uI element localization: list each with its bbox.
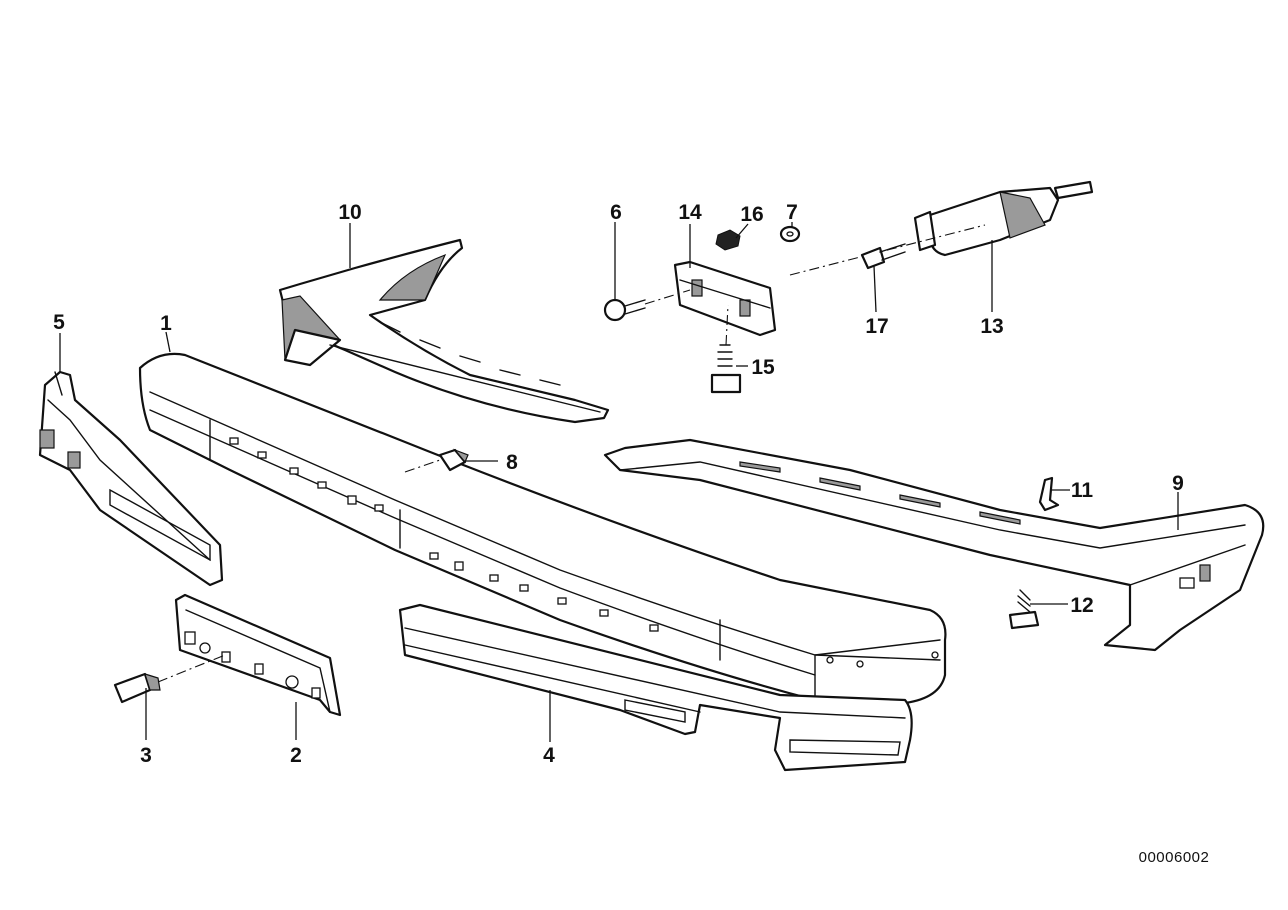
part-2-license-bracket [174,593,342,717]
callout-9: 9 [1172,472,1184,495]
callout-3: 3 [140,744,152,767]
callout-1: 1 [160,312,172,335]
part-12-screw [1008,589,1040,630]
callout-15: 15 [751,356,775,379]
callout-14: 14 [678,201,702,224]
part-15-bolt [710,304,742,394]
part-8-clip-nut [404,448,469,473]
document-number: 00006002 [1139,849,1210,866]
callout-12: 12 [1070,594,1093,617]
part-3-clip [113,654,226,704]
callout-13: 13 [980,315,1003,338]
leader-lines [59,222,1179,742]
part-9-right-trim-strip [603,438,1265,652]
part-10-upper-trim-strip [278,238,610,424]
part-5-side-bracket [38,370,224,587]
part-16-nut [715,229,741,251]
callout-11: 11 [1071,479,1094,502]
callout-7: 7 [786,201,798,224]
callout-4: 4 [543,744,555,767]
callout-8: 8 [506,451,518,474]
callout-5: 5 [53,311,65,334]
part-4-lower-spoiler [398,603,913,772]
callout-17: 17 [865,315,888,338]
part-6-bolt [603,289,691,322]
callout-10: 10 [338,201,361,224]
part-7-washer [779,225,801,243]
part-14-bracket-plate [673,260,777,337]
callout-16: 16 [740,203,763,226]
callout-labels: 1 2 3 4 5 6 7 8 9 10 11 12 13 14 15 16 1… [53,201,1184,767]
part-13-mount-cylinder [789,180,1094,276]
callout-2: 2 [290,744,302,767]
part-17-screw [860,243,906,270]
part-11-push-clip [1038,476,1060,512]
callout-6: 6 [610,201,622,224]
